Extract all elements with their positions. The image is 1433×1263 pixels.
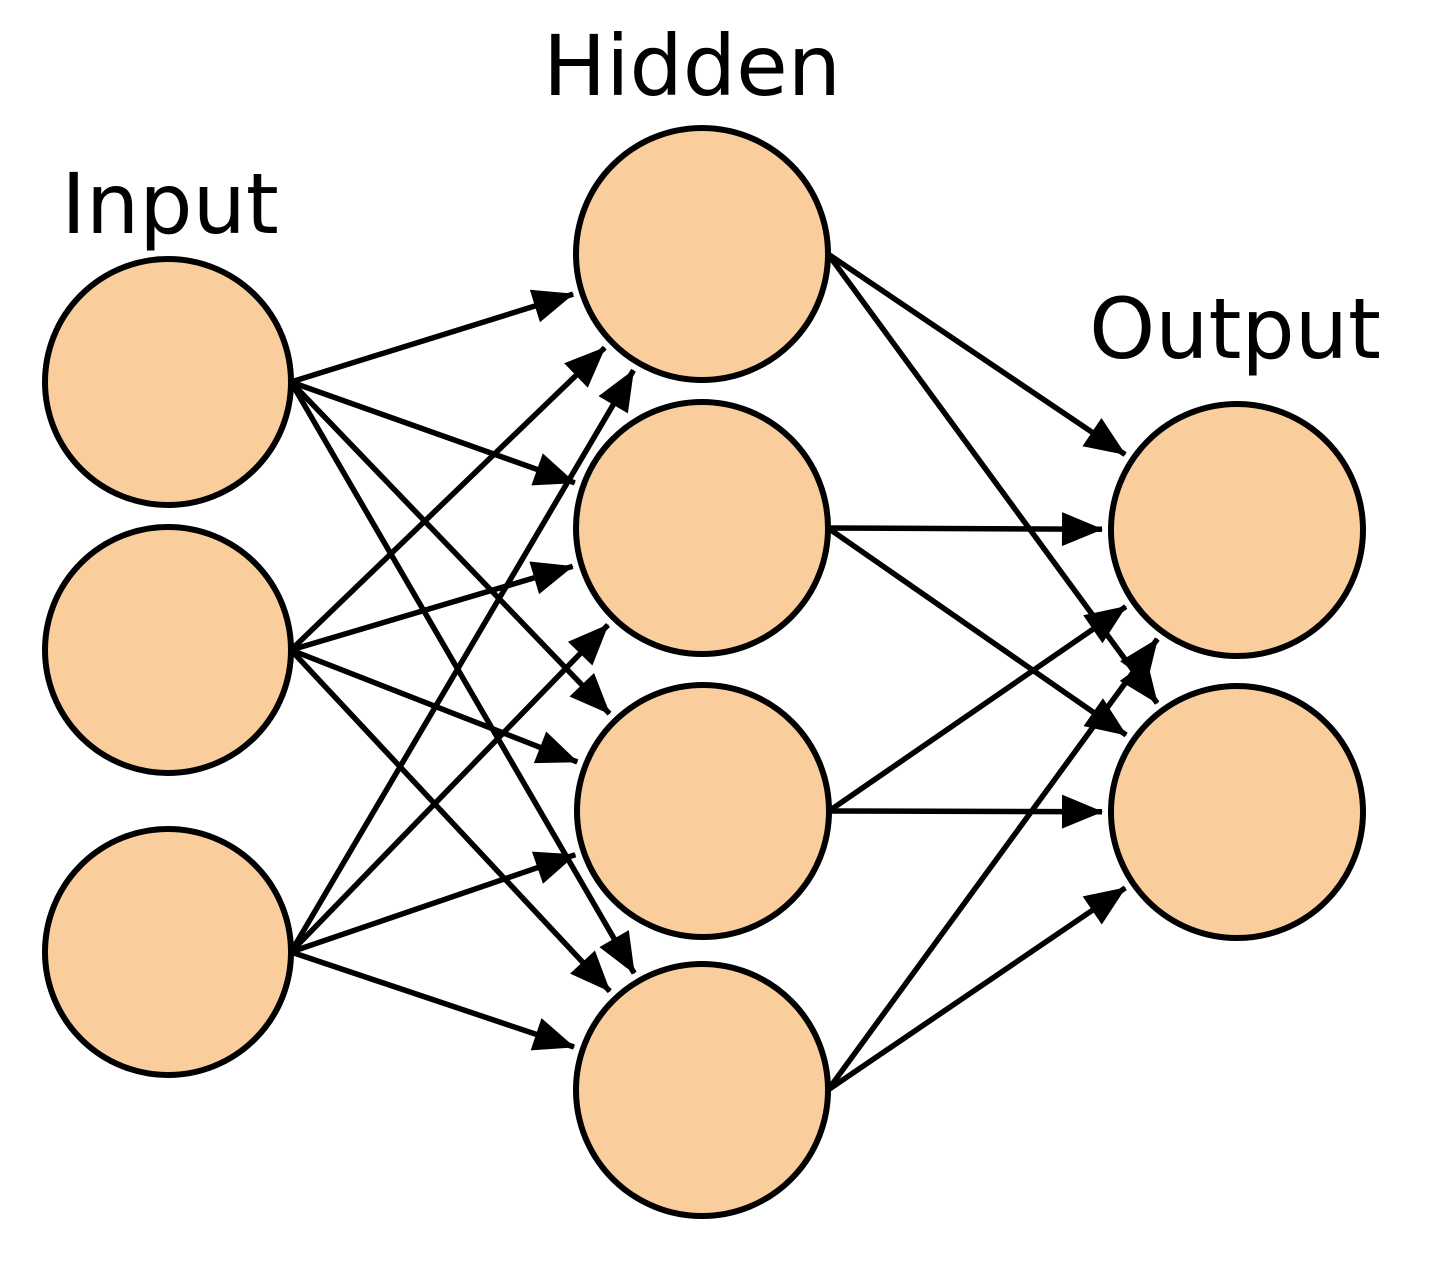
edge-i1-h2 <box>290 379 576 486</box>
hidden-node-h2 <box>573 399 831 657</box>
nodes-group <box>42 125 1366 1219</box>
edge-h2-o2 <box>826 525 1128 738</box>
layer-label-input: Input <box>61 155 279 253</box>
edge-h4-o2 <box>826 885 1127 1093</box>
edge-i2-h1 <box>289 345 607 652</box>
edge-i2-h2 <box>290 561 574 653</box>
edge-i3-h1 <box>288 368 636 954</box>
edge-h4-o1 <box>825 637 1160 1092</box>
output-node-o1 <box>1108 401 1366 659</box>
edge-h2-o1 <box>827 512 1103 547</box>
hidden-node-h1 <box>573 125 831 383</box>
edges-group <box>288 251 1160 1093</box>
edge-i1-h3 <box>289 380 612 716</box>
edge-h3-o1 <box>827 604 1128 814</box>
layer-label-hidden: Hidden <box>542 17 842 115</box>
layer-label-output: Output <box>1089 280 1381 378</box>
edge-i3-h2 <box>289 622 610 954</box>
hidden-node-h3 <box>574 682 832 940</box>
edge-h3-o2 <box>828 794 1103 829</box>
edge-i1-h4 <box>288 380 637 975</box>
output-node-o2 <box>1108 683 1366 941</box>
hidden-node-h4 <box>573 961 831 1219</box>
input-node-i3 <box>42 826 294 1078</box>
edge-i1-h1 <box>290 289 575 385</box>
edge-i3-h3 <box>290 851 577 955</box>
edge-i3-h4 <box>290 949 575 1051</box>
input-node-i2 <box>42 524 294 776</box>
edge-i2-h4 <box>288 648 612 994</box>
input-node-i1 <box>42 256 294 508</box>
edge-h1-o1 <box>826 251 1127 457</box>
